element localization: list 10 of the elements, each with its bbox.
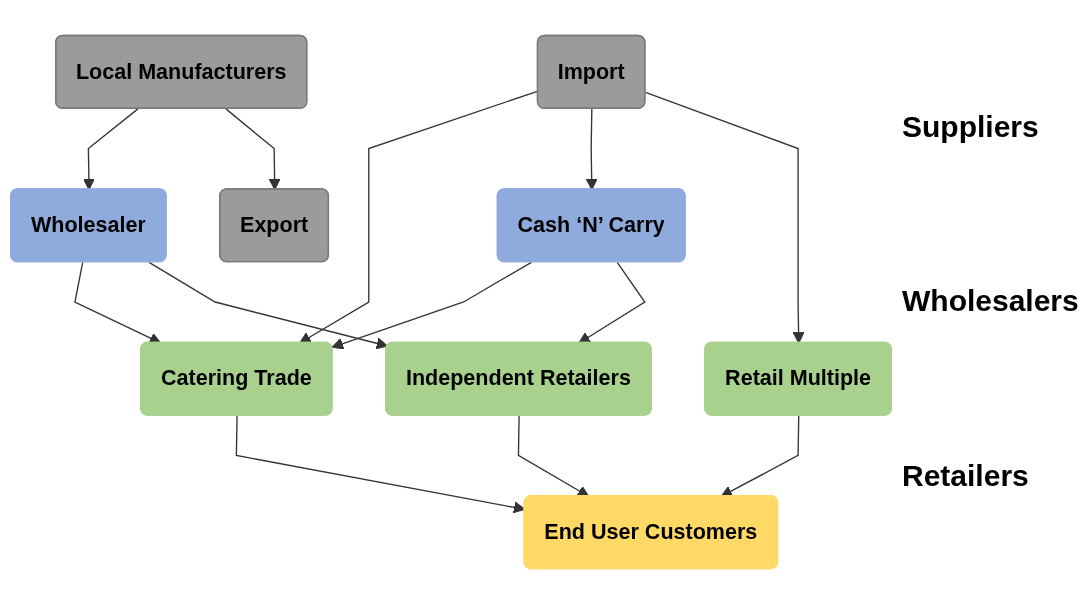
tier-label: Wholesalers bbox=[902, 284, 1079, 319]
arrow bbox=[585, 107, 598, 190]
arrow bbox=[331, 261, 533, 349]
tier-label: Retailers bbox=[902, 458, 1029, 493]
arrow bbox=[517, 414, 590, 497]
arrow bbox=[82, 107, 139, 190]
arrow bbox=[720, 414, 800, 497]
tier-label: Suppliers bbox=[902, 110, 1039, 145]
arrow bbox=[225, 107, 281, 190]
arrow bbox=[148, 261, 389, 349]
